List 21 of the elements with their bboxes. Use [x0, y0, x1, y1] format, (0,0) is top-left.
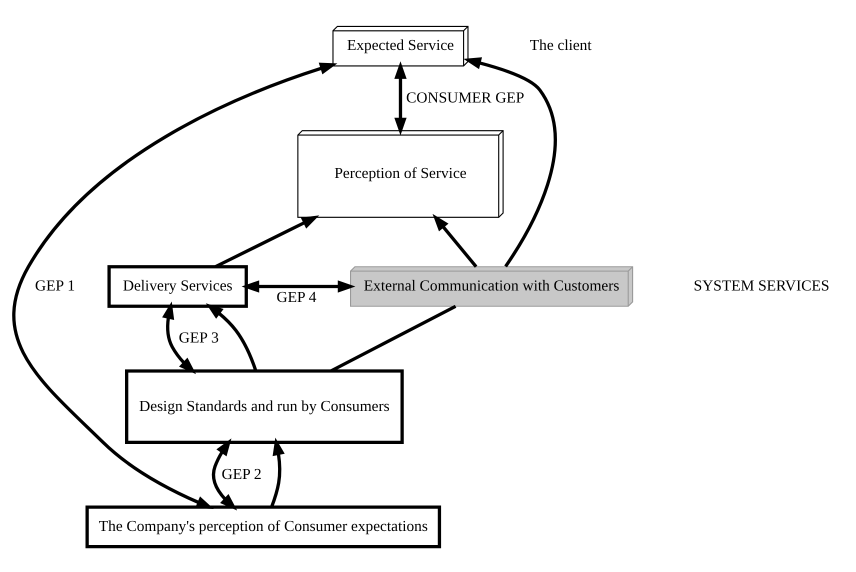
edge-label: GEP 4 [276, 288, 316, 306]
arrow [214, 214, 319, 268]
node-box: Delivery Services [106, 264, 248, 308]
arrow [432, 213, 477, 268]
edge-label: GEP 1 [34, 277, 75, 294]
arrow [12, 62, 337, 508]
arrow [162, 300, 196, 374]
label: The client [529, 36, 592, 54]
arrow [205, 302, 257, 371]
label: SYSTEM SERVICES [693, 277, 829, 294]
node-box: Design Standards and run by Consumers [124, 368, 404, 444]
arrow [462, 56, 556, 267]
node-box: The Company's perception of Consumer expectations [85, 504, 441, 548]
arrow [394, 60, 406, 135]
arrow [211, 438, 237, 510]
edge-label: CONSUMER GEP [406, 88, 524, 106]
arrow [241, 280, 355, 292]
edge-label: GEP 3 [178, 329, 218, 346]
connector [330, 304, 456, 372]
arrow [270, 437, 284, 508]
edge-label: GEP 2 [221, 465, 262, 482]
